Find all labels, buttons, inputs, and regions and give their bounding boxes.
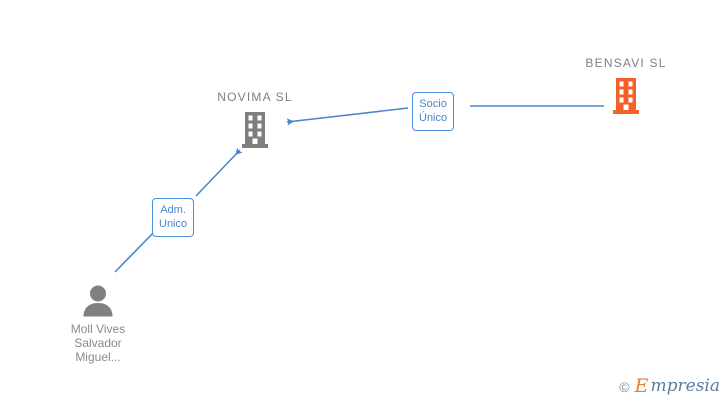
relation-socio-unico-line-1: Socio xyxy=(419,98,447,110)
node-bensavi[interactable]: BENSAVI SL xyxy=(556,56,696,116)
person-caption-line-1: Moll Vives xyxy=(70,322,126,336)
brand-name: mpresia xyxy=(650,376,721,396)
copyright-icon: © xyxy=(619,378,630,395)
relation-socio-unico-line-2: Único xyxy=(419,112,448,124)
person-caption-line-2: Salvador xyxy=(74,336,122,350)
relation-label-adm-unico[interactable]: Adm. Unico xyxy=(152,198,195,237)
node-novima[interactable]: NOVIMA SL xyxy=(185,90,325,150)
node-bensavi-label: BENSAVI SL xyxy=(585,56,667,70)
relation-adm-unico-line-2: Unico xyxy=(159,218,188,230)
edge-box-to-novima xyxy=(286,107,409,126)
node-novima-label: NOVIMA SL xyxy=(217,90,293,104)
node-person-caption: Moll Vives Salvador Miguel... xyxy=(71,322,125,364)
person-avatar-icon xyxy=(83,285,113,317)
brand-initial: E xyxy=(634,375,649,397)
relation-adm-unico-line-1: Adm. xyxy=(160,204,186,216)
relation-label-socio-unico[interactable]: Socio Único xyxy=(412,92,455,131)
company-building-icon xyxy=(613,78,639,114)
person-caption-line-3: Miguel... xyxy=(75,350,121,364)
company-building-icon xyxy=(242,112,268,148)
empresia-watermark: © E mpresia xyxy=(619,377,720,396)
node-person[interactable]: Moll Vives Salvador Miguel... xyxy=(28,284,168,364)
edge-box-to-novima-adm xyxy=(195,147,243,197)
edge-person-to-box xyxy=(114,227,159,273)
